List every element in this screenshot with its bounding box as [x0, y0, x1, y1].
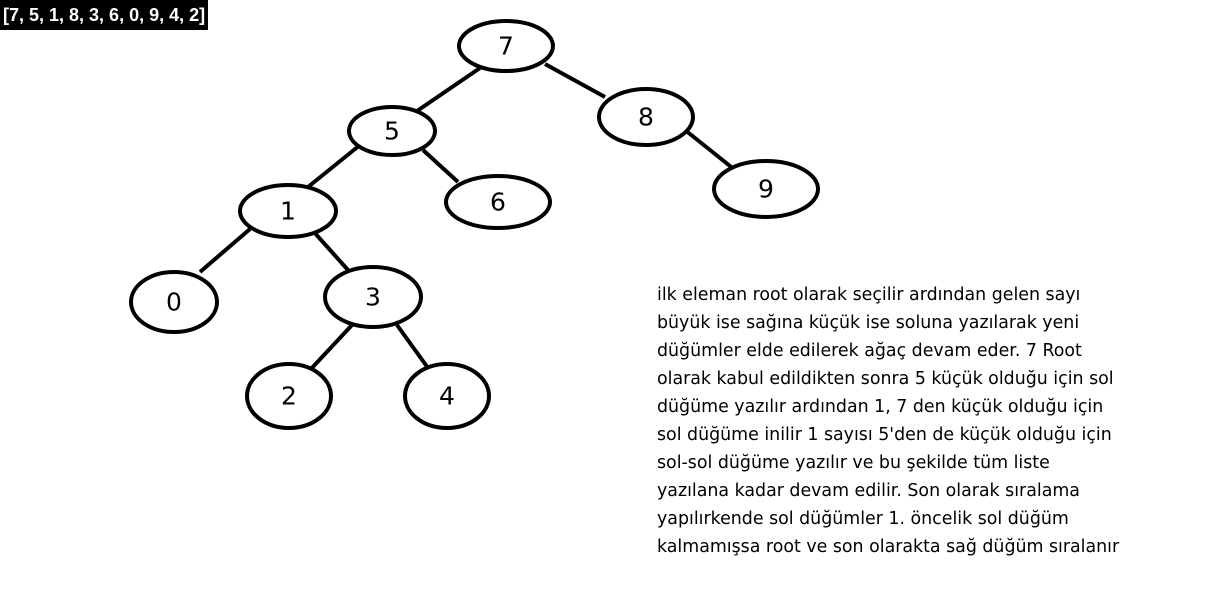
tree-edge-1-3: [311, 229, 350, 272]
tree-edge-5-6: [421, 148, 460, 184]
explanation-line: yapılırkende sol düğümler 1. öncelik sol…: [657, 509, 1069, 529]
node-label: 8: [638, 103, 654, 132]
tree-node-6: 6: [444, 174, 552, 230]
explanation-line: düğüme yazılır ardından 1, 7 den küçük o…: [657, 397, 1104, 417]
tree-node-9: 9: [712, 159, 820, 219]
node-ellipse: [444, 174, 552, 230]
tree-node-4: 4: [403, 362, 491, 430]
node-ellipse: [238, 183, 338, 239]
explanation-line: kalmamışsa root ve son olarakta sağ düğü…: [657, 537, 1120, 557]
explanation-line: ilk eleman root olarak seçilir ardından …: [657, 285, 1081, 305]
node-ellipse: [129, 270, 219, 334]
tree-edge-3-2: [308, 323, 354, 372]
tree-node-7: 7: [457, 19, 555, 73]
tree-node-8: 8: [597, 87, 695, 147]
node-label: 6: [490, 188, 506, 217]
node-ellipse: [597, 87, 695, 147]
tree-node-1: 1: [238, 183, 338, 239]
tree-edges: [198, 62, 737, 372]
node-label: 0: [166, 288, 182, 317]
tree-node-2: 2: [245, 362, 333, 430]
tree-node-0: 0: [129, 270, 219, 334]
tree-edge-7-5: [415, 66, 482, 113]
explanation-line: sol düğüme inilir 1 sayısı 5'den de küçü…: [657, 425, 1112, 445]
explanation-line: sol-sol düğüme yazılır ve bu şekilde tüm…: [657, 453, 1050, 473]
node-label: 1: [280, 197, 296, 226]
tree-edge-1-0: [198, 227, 252, 274]
tree-node-5: 5: [347, 105, 437, 157]
node-label: 9: [758, 175, 774, 204]
tree-edge-8-9: [683, 128, 737, 172]
node-ellipse: [347, 105, 437, 157]
tree-edge-7-8: [544, 62, 606, 99]
tree-node-3: 3: [323, 265, 423, 329]
node-ellipse: [245, 362, 333, 430]
tree-edge-3-4: [395, 323, 430, 370]
node-ellipse: [457, 19, 555, 73]
node-ellipse: [403, 362, 491, 430]
node-label: 3: [365, 283, 381, 312]
input-list-label: [7, 5, 1, 8, 3, 6, 0, 9, 4, 2]: [0, 0, 209, 30]
node-label: 2: [281, 382, 297, 411]
node-ellipse: [323, 265, 423, 329]
node-label: 5: [384, 117, 400, 146]
explanation-line: büyük ise sağına küçük ise soluna yazıla…: [657, 313, 1080, 333]
explanation-line: düğümler elde edilerek ağaç devam eder. …: [657, 341, 1082, 361]
node-ellipse: [712, 159, 820, 219]
explanation-line: olarak kabul edildikten sonra 5 küçük ol…: [657, 369, 1114, 389]
node-label: 4: [439, 382, 455, 411]
tree-edge-5-1: [306, 143, 362, 189]
explanation-text: ilk eleman root olarak seçilir ardından …: [657, 281, 1157, 561]
explanation-line: yazılana kadar devam edilir. Son olarak …: [657, 481, 1080, 501]
tree-nodes: 7 5 8 1 6 9 0 3 2 4: [129, 19, 820, 430]
node-label: 7: [498, 32, 514, 61]
